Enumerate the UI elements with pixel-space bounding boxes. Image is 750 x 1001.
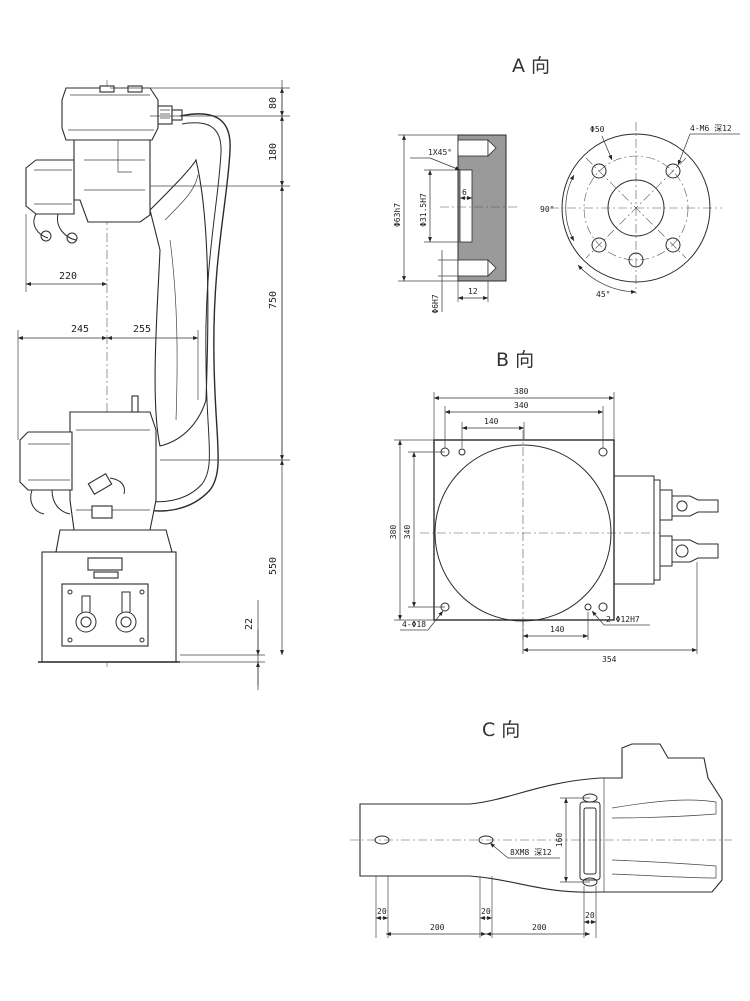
wrist-housing <box>61 87 159 141</box>
dim-6-label: 6 <box>462 188 467 197</box>
lower-housing <box>69 411 157 531</box>
dim-340-side-label: 340 <box>403 525 412 540</box>
dim-20a-label: 20 <box>377 907 387 916</box>
view-c: C 向 8XM8 深12 160 20 20 <box>350 719 732 938</box>
dim-140-top-label: 140 <box>484 417 499 426</box>
upper-motor <box>25 159 75 215</box>
dim-20b-label: 20 <box>481 907 491 916</box>
dim-255-label: 255 <box>133 324 151 335</box>
forearm-link <box>149 158 209 447</box>
view-a-title: A 向 <box>512 55 550 77</box>
dim-180-label: 180 <box>268 143 279 161</box>
dim-245-label: 245 <box>71 324 89 335</box>
view-c-title: C 向 <box>482 719 520 741</box>
dim-6h7-label: Φ6H7 <box>431 294 440 313</box>
dim-380-side-label: 380 <box>389 525 398 540</box>
angle-90-label: 90° <box>540 205 554 214</box>
arm-top-profile <box>359 743 723 893</box>
base-pedestal <box>55 529 173 553</box>
dim-200b-label: 200 <box>532 923 547 932</box>
main-robot-view: 80 180 750 550 22 220 245 255 <box>17 80 290 690</box>
view-a: A 向 Φ63h7 Φ31.5H7 1X45° 6 Φ6H7 12 <box>393 55 740 314</box>
view-b: B 向 380 340 140 <box>389 349 719 664</box>
dim-140-bottom-label: 140 <box>550 625 565 634</box>
connector-panel <box>613 475 655 585</box>
m8-holes-label: 8XM8 深12 <box>510 848 552 857</box>
base-motor <box>19 431 73 491</box>
m6-holes-label: 4-M6 深12 <box>690 124 732 133</box>
dim-340-top-label: 340 <box>514 401 529 410</box>
dim-80-label: 80 <box>268 97 279 109</box>
view-b-title: B 向 <box>496 349 534 371</box>
dim-750-label: 750 <box>268 291 279 309</box>
angle-45-label: 45° <box>596 290 610 299</box>
dim-550-label: 550 <box>268 557 279 575</box>
dim-200a-label: 200 <box>430 923 445 932</box>
dim-20c-label: 20 <box>585 911 595 920</box>
dim-354-label: 354 <box>602 655 617 664</box>
dim-50-label: Φ50 <box>590 125 605 134</box>
holes-12h7-label: 2-Φ12H7 <box>606 615 640 624</box>
dim-220-label: 220 <box>59 271 77 282</box>
cable-harness <box>139 113 231 512</box>
holes-18-label: 4-Φ18 <box>402 620 426 629</box>
chamfer-label: 1X45° <box>428 148 452 157</box>
dim-22-label: 22 <box>244 618 255 630</box>
dim-380-top-label: 380 <box>514 387 529 396</box>
dim-315h7-label: Φ31.5H7 <box>419 193 428 227</box>
upper-arm <box>73 139 151 223</box>
dim-63h7-label: Φ63h7 <box>393 203 402 227</box>
dim-12-label: 12 <box>468 287 478 296</box>
dim-160-label: 160 <box>555 833 564 848</box>
